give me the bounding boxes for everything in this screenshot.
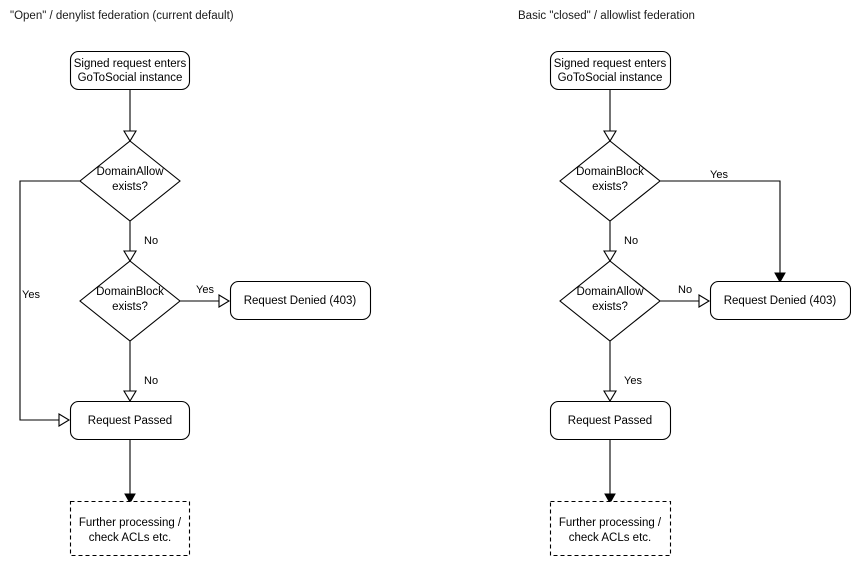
arrowhead-open-icon <box>123 250 137 263</box>
node-decision-domainallow-left-label-line1: DomainAllow <box>96 166 164 178</box>
diagram-closed-allowlist: Basic "closed" / allowlist federation Si… <box>518 10 851 557</box>
node-further-processing-left: Further processing / check ACLs etc. <box>69 500 191 557</box>
edge-domainblock-no-right: No <box>603 221 638 263</box>
node-request-denied-right: Request Denied (403) <box>709 280 851 321</box>
arrowhead-open-icon <box>123 390 137 403</box>
edge-domainallow-yes-left: Yes <box>19 180 80 427</box>
node-start-right-label-line2: GoToSocial instance <box>558 72 663 84</box>
edge-label-domainblock-no-right: No <box>624 235 638 247</box>
node-request-passed-left: Request Passed <box>69 400 191 441</box>
edge-domainblock-no-left: No <box>123 341 158 403</box>
edge-label-domainallow-no-left: No <box>144 235 158 247</box>
node-request-passed-right-label: Request Passed <box>568 415 652 427</box>
edge-label-domainallow-yes-left: Yes <box>22 289 40 301</box>
arrowhead-open-icon <box>603 390 617 403</box>
edge-start-to-domainallow-left <box>123 89 137 143</box>
node-start-left-label-line1: Signed request enters <box>74 58 187 70</box>
node-request-passed-left-label: Request Passed <box>88 415 172 427</box>
edge-domainblock-yes-left: Yes <box>180 284 231 308</box>
node-decision-domainblock-left-label-line1: DomainBlock <box>96 286 164 298</box>
node-decision-domainblock-left-label-line2: exists? <box>112 301 148 313</box>
node-decision-domainallow-left-label-line2: exists? <box>112 181 148 193</box>
node-further-processing-right-label-line1: Further processing / <box>559 517 662 529</box>
node-decision-domainblock-right-label-line2: exists? <box>592 181 628 193</box>
arrowhead-filled-icon <box>604 493 616 505</box>
arrowhead-open-icon <box>603 130 617 143</box>
arrowhead-filled-icon <box>124 493 136 505</box>
node-request-denied-left-label: Request Denied (403) <box>244 295 357 307</box>
node-decision-domainblock-right: DomainBlock exists? <box>559 140 661 222</box>
arrowhead-open-icon <box>123 130 137 143</box>
node-further-processing-right-shape <box>549 500 672 557</box>
node-decision-domainallow-right: DomainAllow exists? <box>559 260 661 342</box>
node-request-passed-right: Request Passed <box>549 400 672 441</box>
node-decision-domainblock-left: DomainBlock exists? <box>79 260 181 342</box>
arrowhead-filled-icon <box>774 272 786 284</box>
node-start-left: Signed request enters GoToSocial instanc… <box>69 50 191 91</box>
edge-domainallow-yes-right: Yes <box>603 341 642 403</box>
node-further-processing-left-shape <box>69 500 191 557</box>
arrowhead-open-icon <box>603 250 617 263</box>
diagram-open-denylist: "Open" / denylist federation (current de… <box>10 10 372 557</box>
node-request-denied-left-shape <box>229 280 372 321</box>
edge-domainblock-yes-right: Yes <box>660 169 786 284</box>
diagram-title-closed-allowlist: Basic "closed" / allowlist federation <box>518 10 695 22</box>
node-decision-domainallow-right-label-line2: exists? <box>592 301 628 313</box>
edge-label-domainblock-no-left: No <box>144 375 158 387</box>
edge-label-domainblock-yes-right: Yes <box>710 169 728 181</box>
arrowhead-open-icon <box>698 294 711 308</box>
node-further-processing-left-label-line2: check ACLs etc. <box>89 532 171 544</box>
node-request-denied-left: Request Denied (403) <box>229 280 372 321</box>
diagram-title-open-denylist: "Open" / denylist federation (current de… <box>10 10 234 22</box>
edge-passed-to-further-left <box>124 439 136 505</box>
edge-start-to-domainblock-right <box>603 89 617 143</box>
edge-domainallow-no-right: No <box>660 284 711 308</box>
node-decision-domainallow-left: DomainAllow exists? <box>79 140 181 222</box>
edge-label-domainallow-yes-right: Yes <box>624 375 642 387</box>
edge-label-domainallow-no-right: No <box>678 284 692 296</box>
node-further-processing-left-label-line1: Further processing / <box>79 517 182 529</box>
node-further-processing-right: Further processing / check ACLs etc. <box>549 500 672 557</box>
node-start-right: Signed request enters GoToSocial instanc… <box>549 50 672 91</box>
node-request-denied-right-label: Request Denied (403) <box>724 295 837 307</box>
arrowhead-open-icon <box>58 413 71 427</box>
node-decision-domainallow-right-label-line1: DomainAllow <box>576 286 644 298</box>
edge-passed-to-further-right <box>604 439 616 505</box>
arrowhead-open-icon <box>218 294 231 308</box>
edge-label-domainblock-yes-left: Yes <box>196 284 214 296</box>
node-start-right-label-line1: Signed request enters <box>554 58 667 70</box>
node-decision-domainblock-right-label-line1: DomainBlock <box>576 166 644 178</box>
node-start-left-label-line2: GoToSocial instance <box>78 72 183 84</box>
node-further-processing-right-label-line2: check ACLs etc. <box>569 532 651 544</box>
edge-domainallow-no-left: No <box>123 221 158 263</box>
